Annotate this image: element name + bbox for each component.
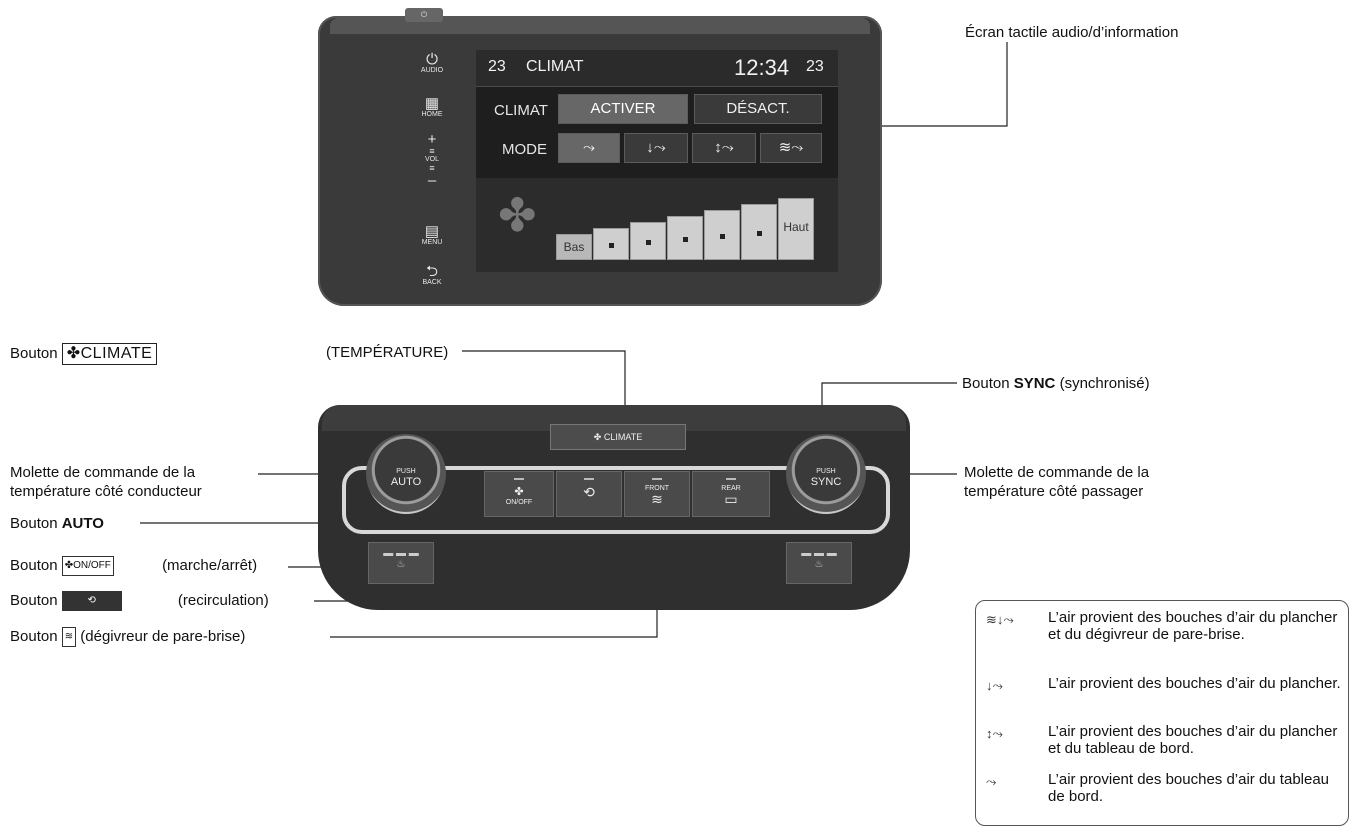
seat-heater-icon: ♨ [814,559,824,570]
onoff-button-label: Bouton ✤ON/OFF (marche/arrêt) [10,556,257,577]
climat-row-label: CLIMAT [494,102,548,119]
fan-step[interactable] [593,228,629,260]
deactivate-button[interactable]: DÉSACT. [694,94,822,124]
fan-step[interactable] [667,216,703,260]
mode-dash-button[interactable]: ⤳ [558,133,620,163]
fan-icon: ✤ [498,189,537,241]
onoff-box: ✤ON/OFF [61,556,114,577]
volume-icon: + [427,131,437,148]
menu-button[interactable]: ▤ MENU [410,224,454,247]
defrost-icon: ≋ [651,491,663,507]
defrost-button-label: Bouton ≋ (dégivreur de pare-brise) [10,627,245,648]
power-volume-knob[interactable]: ⏻ [405,8,443,22]
fan-icon: ✤ [593,432,602,442]
floor-dash-icon: ↕⤳ [986,726,1003,741]
volume-bars-icon: ≡ [429,163,435,173]
auto-button[interactable]: PUSH AUTO [390,468,422,488]
back-icon: ⮌ [425,263,438,280]
volume-bars-icon: ≡ [429,146,435,156]
car-recirculation-icon: ⟲ [61,591,122,612]
touchscreen: 23 CLIMAT 12:34 23 CLIMAT ACTIVER DÉSACT… [476,50,838,272]
recirculation-button[interactable]: ⟲ [556,471,622,517]
sync-button[interactable]: PUSH SYNC [810,468,842,488]
right-temp: 23 [806,58,824,75]
audio-button[interactable]: ⏻ AUDIO [410,52,454,75]
driver-temp-dial[interactable] [366,434,446,514]
floor-defrost-icon: ≋⤳ [778,139,804,156]
climate-box: ✤CLIMATE [61,343,158,365]
passenger-dial-label: Molette de commande de la température cô… [964,464,1150,500]
floor-defrost-icon: ≋↓⤳ [986,612,1014,627]
seat-heater-icon: ♨ [396,559,406,570]
minus-icon: – [427,172,437,189]
fan-step[interactable] [741,204,777,260]
fan-icon: ✤ [64,560,74,572]
recirculation-button-label: Bouton ⟲ (recirculation) [10,591,269,612]
auto-button-label: Bouton AUTO [10,515,104,532]
mode-floor-dash-button[interactable]: ↕⤳ [692,133,756,163]
driver-dial-label: Molette de commande de la température cô… [10,464,202,500]
sync-button-label: Bouton SYNC (synchronisé) [962,375,1150,392]
power-icon: ⏻ [426,51,438,68]
mode-floor-button[interactable]: ↓⤳ [624,133,688,163]
fan-step-low[interactable]: Bas [556,234,592,260]
car-recirculation-icon: ⟲ [583,484,595,500]
floor-icon: ↓⤳ [646,139,666,156]
front-defrost-button[interactable]: FRONT ≋ [624,471,690,517]
dash-icon: ⤳ [582,139,595,156]
fan-onoff-icon: ✤ [514,486,524,498]
rear-defrost-icon: ▭ [724,491,738,507]
defrost-icon: ≋ [61,627,77,648]
rear-defrost-button[interactable]: REAR ▭ [692,471,770,517]
head-unit-top [330,18,870,34]
climate-button-label: Bouton ✤CLIMATE [10,343,158,365]
screen-title: CLIMAT [526,58,584,75]
fan-step[interactable] [704,210,740,260]
panel-climate-button[interactable]: ✤ CLIMATE [550,424,686,450]
fan-step[interactable] [630,222,666,260]
floor-icon: ↓⤳ [986,678,1003,693]
home-grid-icon: ▦ [424,95,440,112]
menu-icon: ▤ [424,223,440,240]
volume-button[interactable]: + ≡ VOL ≡ – [410,132,454,188]
temperature-label: (TEMPÉRATURE) [326,344,449,361]
passenger-seat-heater-button[interactable]: ▬ ▬ ▬ ♨ [786,542,852,584]
left-temp: 23 [488,58,506,75]
floor-dash-icon: ↕⤳ [714,139,734,156]
activate-button[interactable]: ACTIVER [558,94,688,124]
ac-onoff-button[interactable]: ✤ ON/OFF [484,471,554,517]
airflow-legend: ≋↓⤳ L’air provient des bouches d’air du … [975,600,1349,826]
mode-floor-defrost-button[interactable]: ≋⤳ [760,133,822,163]
mode-row-label: MODE [502,141,547,158]
touchscreen-label: Écran tactile audio/d’information [965,24,1179,41]
screen-status-bar: 23 CLIMAT 12:34 23 [476,50,838,87]
passenger-temp-dial[interactable] [786,434,866,514]
clock: 12:34 [734,55,790,80]
driver-seat-heater-button[interactable]: ▬ ▬ ▬ ♨ [368,542,434,584]
chrome-trim [342,466,890,534]
back-button[interactable]: ⮌ BACK [410,264,454,287]
home-button[interactable]: ▦ HOME [410,96,454,119]
fan-step-high[interactable]: Haut [778,198,814,260]
dash-icon: ⤳ [986,774,997,789]
fan-icon: ✤ [66,345,81,362]
